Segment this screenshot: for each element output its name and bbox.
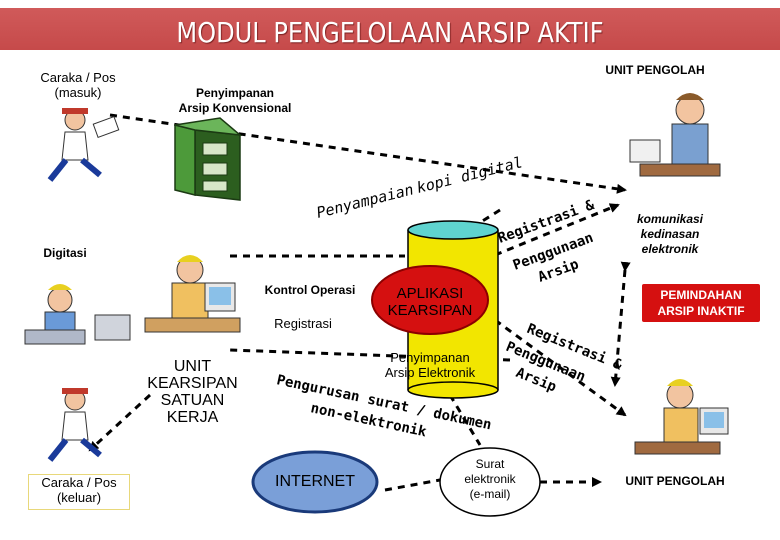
- penyimpanan-konv-line2: Arsip Konvensional: [178, 101, 292, 115]
- komunikasi-line2: kedinasan: [640, 227, 700, 241]
- unit-kearsipan-label: UNIT KEARSIPAN SATUAN KERJA: [140, 358, 245, 426]
- aplikasi-line1: APLIKASI: [396, 285, 464, 302]
- komunikasi-line3: elektronik: [641, 242, 699, 256]
- surat-line3: (e-mail): [469, 487, 511, 501]
- internet-label: INTERNET: [275, 473, 355, 490]
- surat-elektronik-label: Surat elektronik (e-mail): [445, 457, 535, 502]
- caraka-keluar-line1: Caraka / Pos: [41, 475, 117, 490]
- caraka-masuk-label: Caraka / Pos (masuk): [28, 70, 128, 100]
- phone-worker-icon: [629, 93, 721, 177]
- unit-pengolah-top-label: UNIT PENGOLAH: [605, 63, 705, 77]
- komunikasi-line1: komunikasi: [636, 212, 704, 226]
- bottom-worker-icon: [634, 379, 729, 455]
- filing-cabinet-icon: [174, 117, 243, 201]
- caraka-keluar-box: Caraka / Pos (keluar): [28, 474, 130, 510]
- caraka-masuk-line1: Caraka / Pos: [40, 70, 116, 85]
- kontrol-operasi-label: Kontrol Operasi: [264, 283, 356, 297]
- penyimpanan-elektronik-label: Penyimpanan Arsip Elektronik: [370, 350, 490, 380]
- courier-outgoing-icon: [47, 388, 102, 462]
- pemindahan-line1: PEMINDAHAN: [660, 288, 742, 302]
- arrow-cylinder-to-bottom-unit: [494, 318, 627, 417]
- surat-circle: [439, 447, 541, 517]
- arrow-komunikasi: [610, 261, 631, 387]
- unit-kearsipan-line3: SATUAN: [160, 392, 225, 409]
- title-bar: MODUL PENGELOLAAN ARSIP AKTIF: [0, 0, 780, 55]
- komunikasi-label: komunikasi kedinasan elektronik: [620, 212, 720, 257]
- aplikasi-circle: [371, 265, 489, 335]
- registrasi-label: Registrasi: [274, 316, 332, 331]
- penyimpanan-konvensional-label: Penyimpanan Arsip Konvensional: [150, 86, 320, 116]
- caraka-masuk-line2: (masuk): [54, 85, 102, 100]
- pemindahan-line2: ARSIP INAKTIF: [657, 304, 745, 318]
- courier-incoming-icon: [47, 108, 120, 182]
- penyimpanan-elek-line1: Penyimpanan: [390, 350, 470, 365]
- unit-pengolah-bottom-label: UNIT PENGOLAH: [625, 474, 725, 488]
- internet-circle: [251, 450, 379, 514]
- unit-kearsipan-line4: KERJA: [166, 409, 219, 426]
- aplikasi-line2: KEARSIPAN: [387, 302, 473, 319]
- surat-line2: elektronik: [464, 472, 516, 486]
- arrow-cylinder-to-surat: [448, 394, 482, 446]
- aplikasi-kearsipan-label: APLIKASI KEARSIPAN: [374, 285, 486, 319]
- page-title: MODUL PENGELOLAAN ARSIP AKTIF: [176, 16, 604, 49]
- unit-kearsipan-line1: UNIT: [173, 358, 212, 375]
- penyimpanan-konv-line1: Penyimpanan: [195, 86, 275, 100]
- arrow-cylinder-to-unit: [494, 203, 620, 257]
- office-worker-icon: [144, 255, 241, 333]
- arrow-caraka-to-unit: [109, 113, 627, 194]
- penyampaian-text: Penyampaiankopi digital: [315, 153, 525, 222]
- arrow-kearsipan-to-keluar: [88, 393, 152, 452]
- pemindahan-arsip-box: PEMINDAHAN ARSIP INAKTIF: [642, 284, 760, 322]
- unit-kearsipan-line2: KEARSIPAN: [147, 375, 238, 392]
- digitasi-label: Digitasi: [43, 246, 87, 260]
- digitasi-operator-icon: [24, 284, 131, 345]
- surat-line1: Surat: [475, 457, 505, 471]
- arrow-internet-to-surat: [384, 478, 441, 492]
- caraka-keluar-line2: (keluar): [56, 490, 102, 505]
- penyimpanan-elek-line2: Arsip Elektronik: [384, 365, 476, 380]
- arrow-registrasi-to-cylinder: [464, 208, 501, 234]
